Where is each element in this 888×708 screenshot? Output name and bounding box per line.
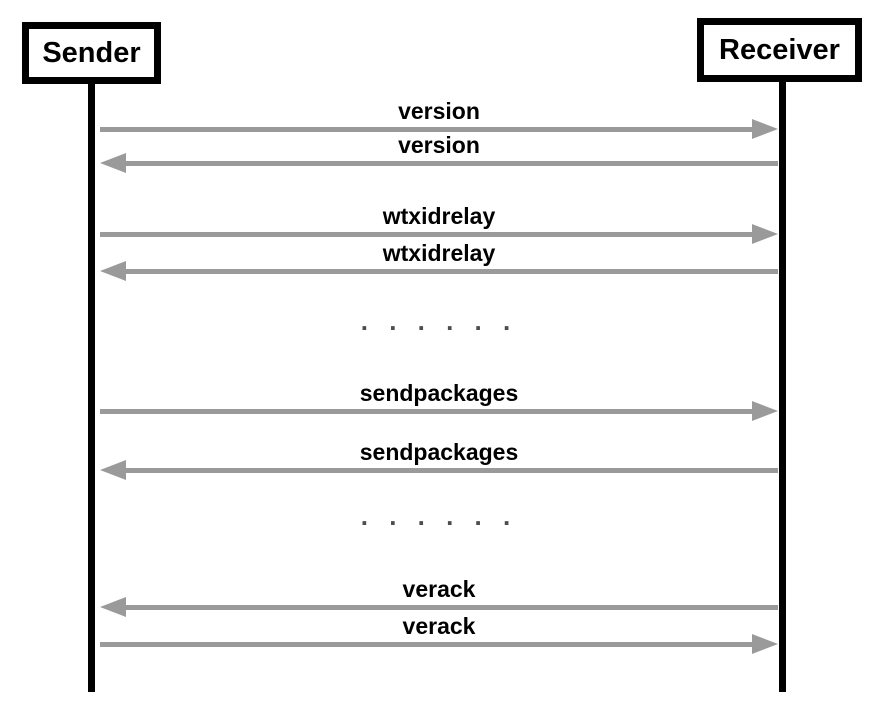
message-label: wtxidrelay [382,203,496,229]
message-label: verack [402,576,476,602]
actor-box-receiver: Receiver [697,18,862,82]
arrow-line [100,409,755,414]
message-label: sendpackages [359,439,519,465]
message-label: sendpackages [359,380,519,406]
message-wtxidrelay-to-sender: wtxidrelay [100,240,778,281]
arrowhead-right-icon [752,401,778,421]
arrow-line [123,468,778,473]
arrowhead-right-icon [752,634,778,654]
message-label: version [398,98,480,124]
arrowhead-right-icon [752,224,778,244]
lifeline-sender [88,70,95,692]
actor-label-sender: Sender [42,36,141,69]
arrow-line [100,127,755,132]
arrowhead-left-icon [100,460,126,480]
ellipsis-separator: . . . . . . [360,306,518,336]
message-version-to-sender: version [100,132,778,173]
message-verack-to-sender: verack [100,576,778,617]
arrowhead-left-icon [100,153,126,173]
arrow-line [123,269,778,274]
message-sendpackages-to-sender: sendpackages [100,439,778,480]
ellipsis-separator: . . . . . . [360,501,518,531]
message-label: verack [402,613,476,639]
arrow-line [123,161,778,166]
arrow-line [100,642,755,647]
arrow-line [123,605,778,610]
message-version-to-receiver: version [100,98,778,139]
arrow-line [100,232,755,237]
arrowhead-left-icon [100,597,126,617]
arrowhead-left-icon [100,261,126,281]
actor-box-sender: Sender [22,22,161,84]
message-label: version [398,132,480,158]
lifeline-receiver [779,70,786,692]
message-verack-to-receiver: verack [100,613,778,654]
actor-label-receiver: Receiver [719,33,840,66]
arrowhead-right-icon [752,119,778,139]
message-label: wtxidrelay [382,240,496,266]
message-sendpackages-to-receiver: sendpackages [100,380,778,421]
message-wtxidrelay-to-receiver: wtxidrelay [100,203,778,244]
